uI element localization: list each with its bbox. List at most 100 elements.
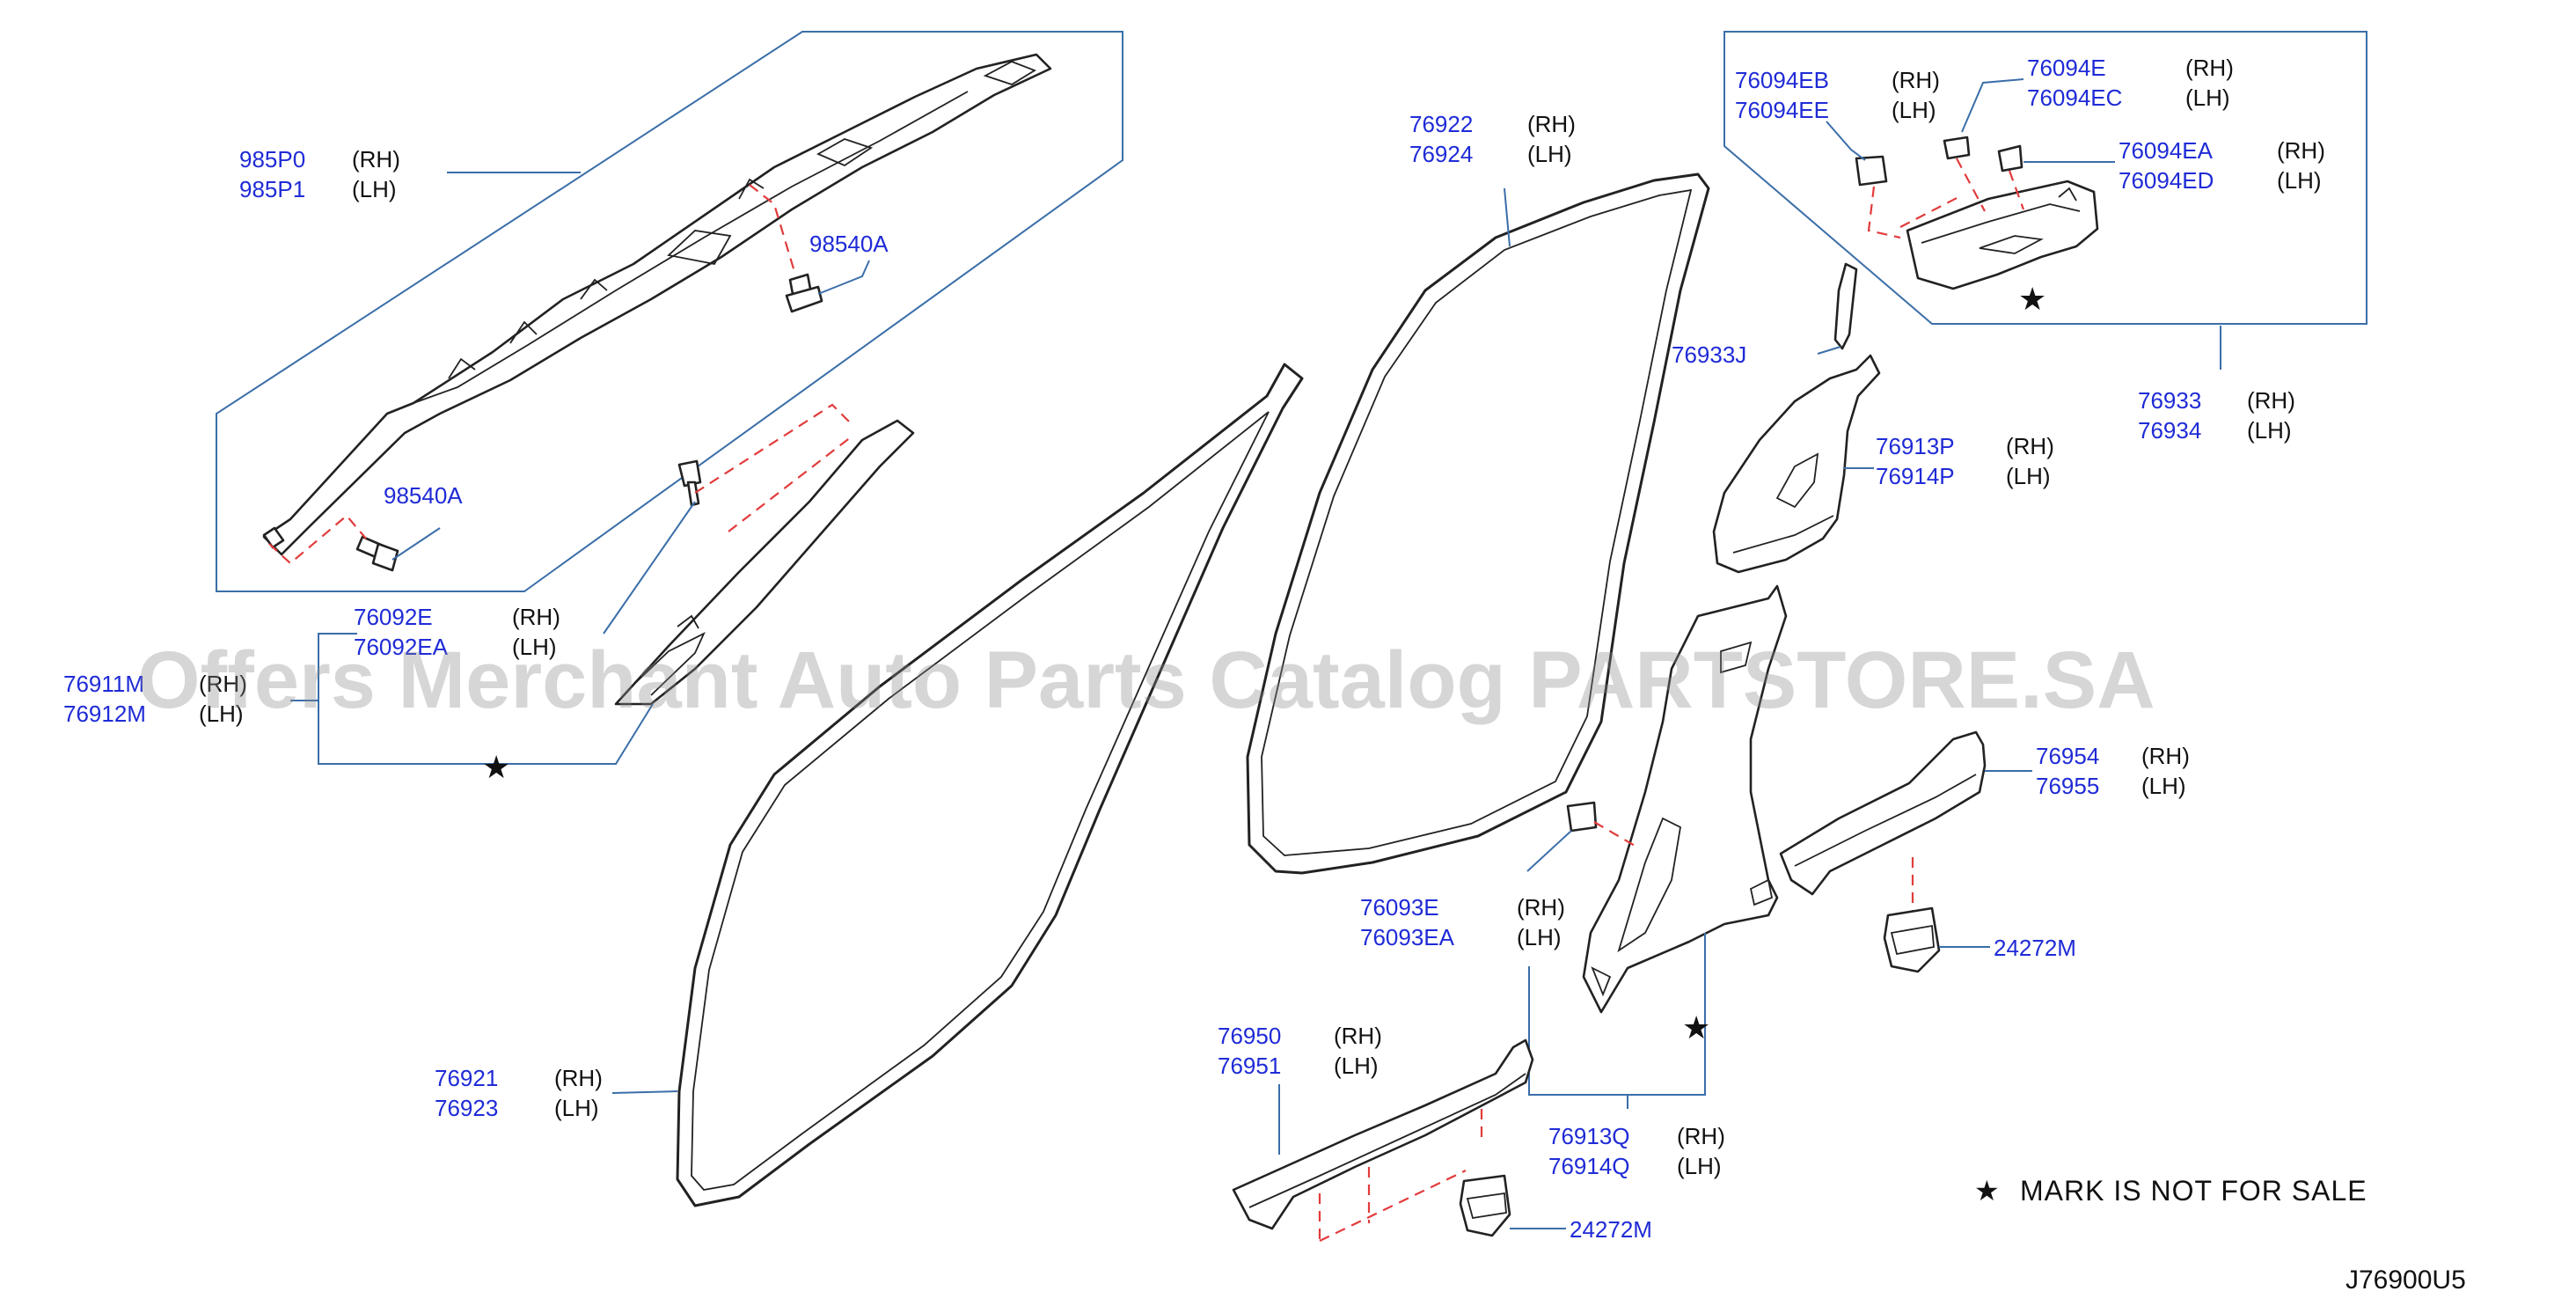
airbag-rh-side: (RH)	[352, 146, 400, 172]
weatherstrip-front-lh-number[interactable]: 76923	[435, 1095, 498, 1121]
rear-pillar-rh-number[interactable]: 76933	[2138, 387, 2201, 414]
clip-76094-e-rh-side: (RH)	[2185, 55, 2234, 81]
airbag-module-drawing	[262, 53, 1052, 556]
clip-76093-lh-number[interactable]: 76093EA	[1360, 924, 1455, 950]
clip-76094-a-lh-side: (LH)	[2277, 167, 2322, 194]
center-upper-lh-number[interactable]: 76914P	[1876, 463, 1955, 489]
kicking-plate-rear-drawing	[1779, 730, 1987, 896]
bolt-upper-leader	[817, 260, 870, 295]
clip-76094-a-rh-number[interactable]: 76094EA	[2119, 137, 2214, 164]
airbag-lh-number[interactable]: 985P1	[239, 176, 305, 202]
kicking-plate-rear-rh-number[interactable]: 76954	[2036, 743, 2099, 769]
airbag-bolt-link-upper	[749, 184, 797, 275]
clip-76094-e-leader	[1961, 78, 2024, 133]
kicking-plate-front-rh-side: (RH)	[1334, 1023, 1382, 1049]
kicking-plate-front-link	[1318, 1109, 1483, 1242]
kicking-plate-front-rh-number[interactable]: 76950	[1218, 1023, 1281, 1049]
rear-pillar-link	[1867, 158, 2025, 239]
airbag-rh-number[interactable]: 985P0	[239, 146, 305, 172]
rear-pillar-lh-side: (LH)	[2247, 417, 2292, 444]
front-pillar-link	[694, 403, 853, 532]
weatherstrip-rear-leader	[1504, 187, 1511, 247]
star-mark-front-pillar: ★	[482, 750, 510, 785]
watermark: Offers Merchant Auto Parts Catalog PARTS…	[137, 635, 2155, 725]
center-lower-rh-number[interactable]: 76913Q	[1548, 1123, 1630, 1149]
legend-star-icon: ★	[1974, 1175, 2001, 1207]
clip-76092-leader	[603, 501, 696, 635]
kicking-plate-front-drawing	[1232, 1038, 1534, 1230]
bolt-lower-number[interactable]: 98540A	[384, 482, 463, 509]
clip-24272m-front-drawing	[1459, 1174, 1511, 1237]
star-mark-center-pillar: ★	[1682, 1010, 1710, 1046]
weatherstrip-rear-lh-side: (LH)	[1527, 141, 1572, 167]
seal-76933j-leader	[1817, 346, 1841, 355]
clip-76094-a-rh-side: (RH)	[2277, 137, 2325, 164]
clip-76093-drawing	[1566, 801, 1598, 833]
clip-76094-drawing	[1855, 136, 2023, 187]
kicking-plate-front-lh-side: (LH)	[1334, 1053, 1379, 1079]
weatherstrip-rear-rh-number[interactable]: 76922	[1409, 111, 1473, 137]
center-lower-lh-side: (LH)	[1677, 1153, 1722, 1179]
clip-76094-b-lh-number[interactable]: 76094EE	[1735, 97, 1829, 123]
clip-76094-e-lh-number[interactable]: 76094EC	[2027, 84, 2122, 111]
clip-76093-link	[1593, 821, 1637, 847]
center-lower-rh-side: (RH)	[1677, 1123, 1725, 1149]
clip-76094-e-lh-side: (LH)	[2185, 84, 2230, 111]
airbag-lh-side: (LH)	[352, 176, 397, 202]
clip-76092-lh-side: (LH)	[512, 634, 557, 660]
front-pillar-lh-number[interactable]: 76912M	[63, 701, 146, 727]
clip-76094-b-leader	[1826, 121, 1866, 161]
center-upper-lh-side: (LH)	[2006, 463, 2051, 489]
clip-76093-rh-side: (RH)	[1517, 894, 1565, 921]
clip-76092-rh-side: (RH)	[512, 604, 560, 630]
front-pillar-rh-side: (RH)	[199, 671, 247, 697]
clip-76093-lh-side: (LH)	[1517, 924, 1562, 950]
weatherstrip-front-rh-number[interactable]: 76921	[435, 1065, 498, 1091]
star-mark-rear-pillar: ★	[2018, 282, 2046, 317]
bolt-lower-leader	[392, 527, 441, 561]
kicking-plate-rear-lh-side: (LH)	[2141, 773, 2186, 799]
bolt-upper-drawing	[785, 273, 823, 313]
front-pillar-lh-side: (LH)	[199, 701, 244, 727]
clip-76094-e-rh-number[interactable]: 76094E	[2027, 55, 2106, 81]
bolt-upper-number[interactable]: 98540A	[809, 231, 889, 257]
clip-76092-drawing	[677, 459, 702, 507]
clip-76093-rh-number[interactable]: 76093E	[1360, 894, 1439, 921]
weatherstrip-rear-rh-side: (RH)	[1527, 111, 1576, 137]
kicking-plate-rear-rh-side: (RH)	[2141, 743, 2190, 769]
front-pillar-garnish-drawing	[614, 419, 915, 706]
clip-24272m-rear-drawing	[1883, 906, 1941, 973]
legend-note-text: MARK IS NOT FOR SALE	[2020, 1175, 2367, 1207]
weatherstrip-front-leader	[611, 1090, 678, 1094]
rear-pillar-garnish-drawing	[1906, 180, 2099, 290]
airbag-callout-box	[216, 31, 1123, 592]
seal-76933j-number[interactable]: 76933J	[1672, 341, 1746, 368]
kicking-plate-rear-lh-number[interactable]: 76955	[2036, 773, 2099, 799]
center-upper-garnish-drawing	[1712, 354, 1881, 574]
diagram-code: J76900U5	[2345, 1266, 2466, 1295]
weatherstrip-front-drawing	[676, 363, 1304, 1207]
seal-76933j-drawing	[1833, 262, 1858, 350]
weatherstrip-rear-drawing	[1246, 172, 1710, 875]
clip-76092-rh-number[interactable]: 76092E	[354, 604, 433, 630]
clip-76094-b-rh-side: (RH)	[1892, 67, 1940, 93]
clip-76094-a-lh-number[interactable]: 76094ED	[2119, 167, 2214, 194]
kicking-plate-front-lh-number[interactable]: 76951	[1218, 1053, 1281, 1079]
weatherstrip-front-rh-side: (RH)	[554, 1065, 603, 1091]
rear-pillar-callout-box	[1723, 31, 2367, 325]
center-lower-garnish-drawing	[1582, 584, 1788, 1014]
front-pillar-bracket	[318, 633, 654, 765]
clip-24272m-rear-number[interactable]: 24272M	[1994, 935, 2076, 961]
front-pillar-rh-number[interactable]: 76911M	[63, 671, 144, 697]
rear-pillar-rh-side: (RH)	[2247, 387, 2295, 414]
weatherstrip-front-lh-side: (LH)	[554, 1095, 599, 1121]
clip-76094-b-rh-number[interactable]: 76094EB	[1735, 67, 1829, 93]
clip-76092-lh-number[interactable]: 76092EA	[354, 634, 449, 660]
weatherstrip-rear-lh-number[interactable]: 76924	[1409, 141, 1473, 167]
center-lower-lh-number[interactable]: 76914Q	[1548, 1153, 1630, 1179]
rear-pillar-lh-number[interactable]: 76934	[2138, 417, 2201, 444]
center-upper-rh-number[interactable]: 76913P	[1876, 433, 1955, 459]
center-upper-rh-side: (RH)	[2006, 433, 2054, 459]
clip-24272m-front-number[interactable]: 24272M	[1570, 1216, 1652, 1243]
